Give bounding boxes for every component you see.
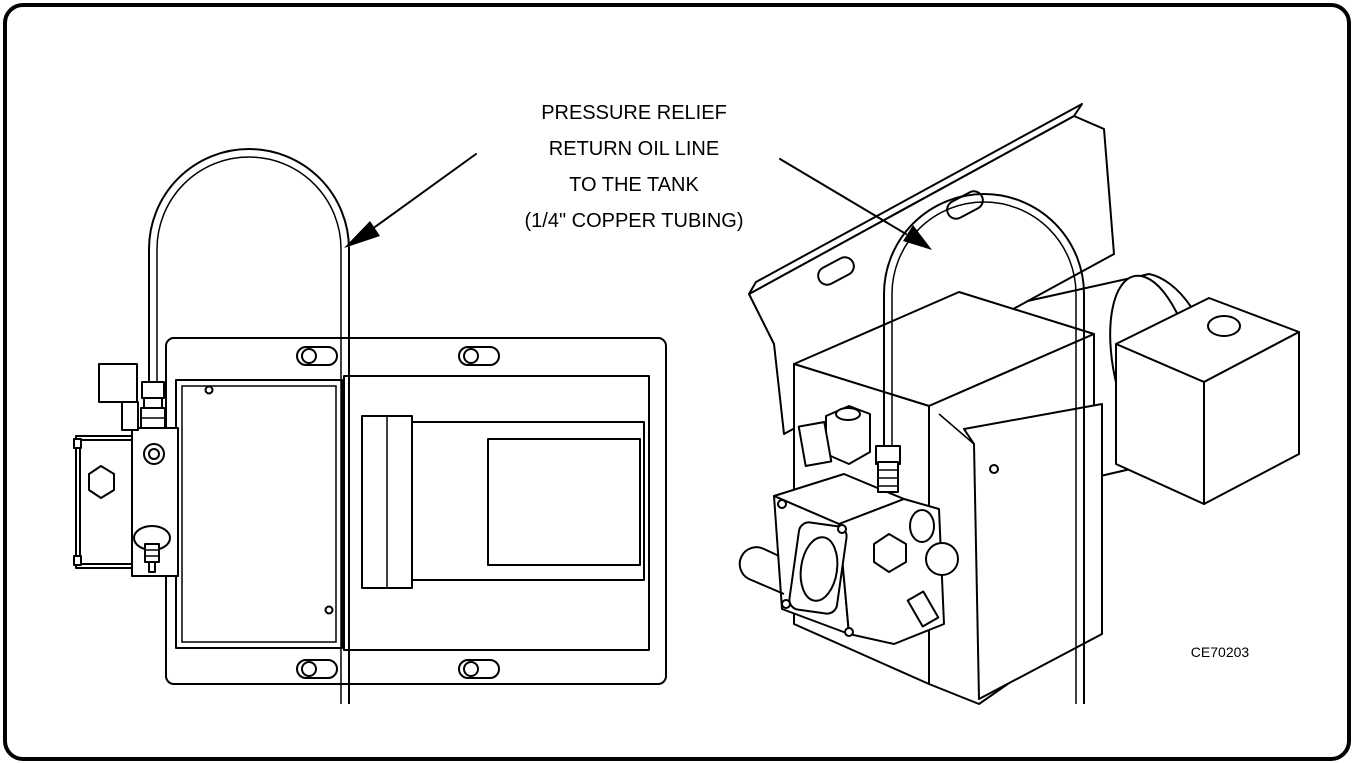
arrowhead-left-icon: [344, 221, 380, 248]
leader-line-left: [367, 153, 477, 233]
keyhole-slot-top-right: [458, 346, 500, 366]
cover-screw: [204, 385, 214, 395]
valve-handle: [797, 421, 833, 467]
motor-window: [487, 438, 641, 566]
keyhole-slot-bracket: [817, 256, 855, 286]
valve-handle: [98, 363, 138, 403]
arrowhead-right-icon: [903, 225, 932, 250]
hex-fitting: [873, 533, 907, 573]
callout-group: PRESSURE RELIEF RETURN OIL LINE TO THE T…: [344, 102, 932, 250]
leader-line-right: [779, 158, 907, 235]
cover-screw: [989, 464, 999, 474]
callout-line-2: RETURN OIL LINE: [549, 138, 719, 160]
keyhole-slot-bottom-right: [458, 659, 500, 679]
return-fitting-nut: [141, 381, 165, 399]
cover-screw: [324, 605, 334, 615]
pressure-port: [925, 542, 959, 576]
knockout-hole-icon: [1207, 315, 1241, 337]
callout-line-4: (1/4" COPPER TUBING): [525, 210, 744, 232]
figure-frame: PRESSURE RELIEF RETURN OIL LINE TO THE T…: [3, 3, 1351, 761]
callout-line-1: PRESSURE RELIEF: [541, 102, 727, 124]
return-oil-line-left: [148, 148, 350, 704]
left-view-burner: [73, 148, 667, 704]
figure-id: CE70203: [1191, 644, 1250, 660]
port-fitting: [909, 509, 935, 543]
fuel-pump-right: [738, 405, 959, 645]
oil-burner-diagram: PRESSURE RELIEF RETURN OIL LINE TO THE T…: [73, 102, 1300, 705]
keyhole-slot-bottom-left: [296, 659, 338, 679]
keyhole-slot-top-left: [296, 346, 338, 366]
fuel-pump-left: [73, 363, 179, 577]
callout-line-3: TO THE TANK: [569, 174, 699, 196]
hex-plug-icon: [88, 465, 115, 499]
junction-box: [1115, 297, 1300, 505]
front-cover: [175, 379, 343, 649]
return-oil-line-right: [883, 193, 1085, 704]
right-view-burner: [738, 103, 1300, 705]
